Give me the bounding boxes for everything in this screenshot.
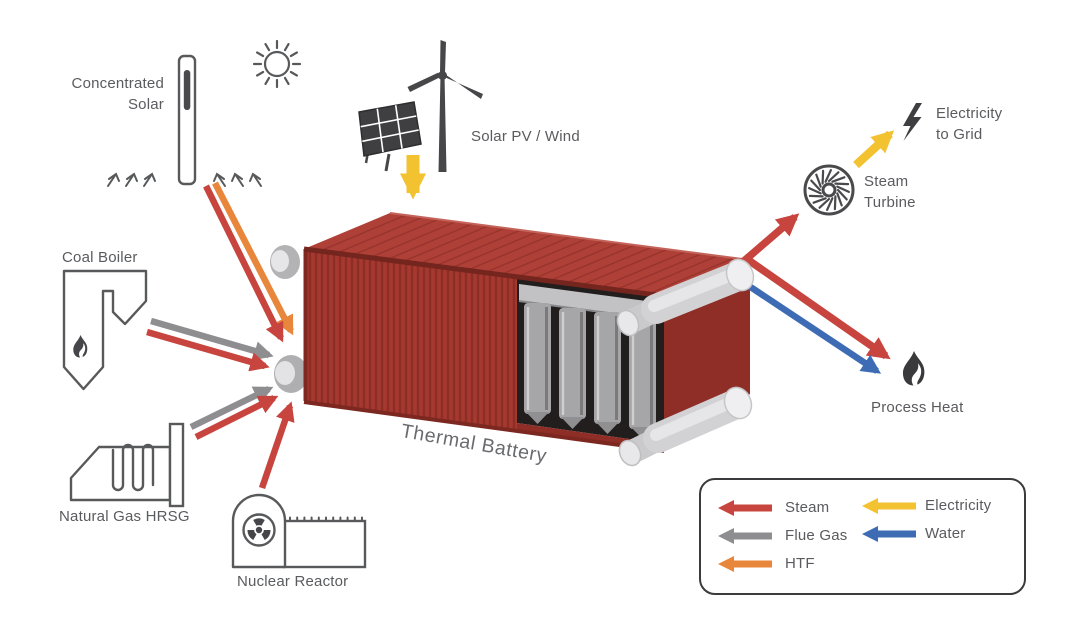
heliostat-icons <box>107 172 262 187</box>
coal-boiler-icon <box>62 269 148 391</box>
steam-turbine-label: Steam Turbine <box>864 173 916 211</box>
solar-tower-icon <box>177 54 197 186</box>
legend-water-arrow <box>862 526 916 542</box>
container-cutaway <box>517 277 664 450</box>
solar-panel-icon <box>358 101 422 172</box>
steam-arrow-to-process-heat <box>741 253 891 360</box>
lightning-bolt-icon <box>903 103 922 141</box>
steam-arrow-from-coal <box>146 328 270 372</box>
flame-icon <box>73 335 88 358</box>
radiation-icon <box>242 513 276 547</box>
concentrated-solar-label: Concentrated Solar <box>71 75 164 113</box>
thermal-battery-container <box>303 212 751 453</box>
legend-htf-arrow <box>718 556 772 572</box>
steam-turbine-icon <box>803 164 855 216</box>
storage-module <box>524 303 551 424</box>
natural-gas-hrsg-label: Natural Gas HRSG <box>59 508 190 525</box>
container-bottom-trim <box>303 400 665 453</box>
legend-fluegas-arrow <box>718 528 772 544</box>
storage-module <box>629 317 656 439</box>
storage-module <box>594 312 621 434</box>
process-heat-label: Process Heat <box>871 399 964 416</box>
battery-outlet-pipes <box>616 258 755 467</box>
battery-inlet-nozzles <box>270 245 308 393</box>
fluegas-arrow-from-hrsg <box>189 386 274 430</box>
container-corrugation <box>308 249 516 430</box>
legend: Steam Flue Gas HTF Electricity Water <box>699 478 1026 595</box>
steam-arrow-from-csp <box>203 184 284 343</box>
electricity-arrow-to-grid <box>853 130 895 169</box>
wind-turbine-icon <box>407 40 483 172</box>
water-arrow-to-process-heat <box>744 281 882 374</box>
natural-gas-hrsg-icon <box>69 422 185 508</box>
sun-icon <box>252 39 302 89</box>
solar-pv-wind-label: Solar PV / Wind <box>471 128 580 145</box>
nuclear-reactor-label: Nuclear Reactor <box>237 573 349 590</box>
steam-arrow-from-hrsg <box>194 395 279 440</box>
htf-arrow-from-csp <box>212 181 294 336</box>
steam-arrow-from-nuclear <box>258 401 295 490</box>
legend-steam-arrow <box>718 500 772 516</box>
fluegas-arrow-from-coal <box>150 317 274 361</box>
storage-module <box>559 308 586 429</box>
coal-boiler-label: Coal Boiler <box>62 249 138 266</box>
container-roof-ribs <box>319 214 735 295</box>
nuclear-reactor-icon <box>231 493 367 569</box>
container-roof-trim <box>303 246 665 299</box>
legend-electricity-arrow <box>862 498 916 514</box>
process-heat-flame-icon <box>902 351 925 386</box>
electricity-to-grid-label: Electricity to Grid <box>936 105 1003 143</box>
